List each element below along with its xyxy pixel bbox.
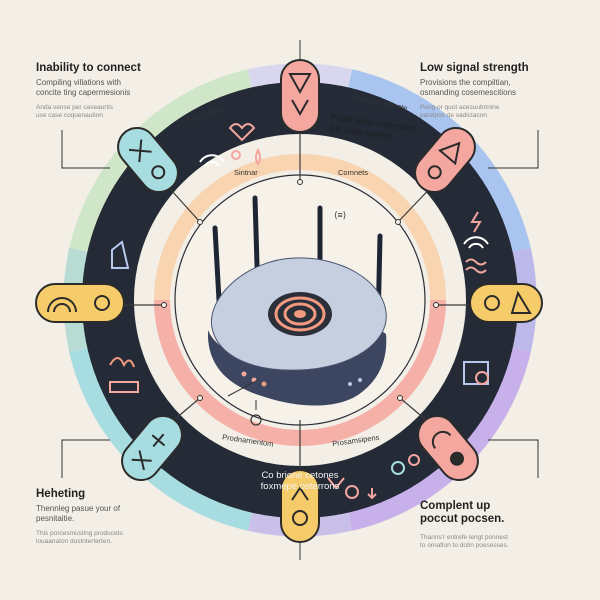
bottom-right-fine: Thanns'r entrefe lengt ponnest to ornatl… (420, 534, 509, 549)
router (208, 195, 387, 406)
center-symbol: ⟨≡⟩ (334, 210, 347, 220)
top-left-fine: Anda vense per caseaurtis use case coque… (36, 104, 113, 119)
callout-line-bottom-left (61, 439, 110, 478)
dot-top (297, 179, 303, 185)
monitor-icon (463, 361, 489, 385)
headset-icon (431, 430, 464, 466)
dot-right (433, 302, 439, 308)
connector-dots (161, 179, 439, 401)
bug-icon (128, 139, 166, 180)
ring-label-inner-right: Comnets (338, 168, 369, 177)
wifi-icon (47, 295, 110, 313)
sparkle-icon (131, 433, 166, 471)
signal-icon-left (199, 154, 225, 167)
bottom-left-fine: This porcesmusting producets louaanaton … (36, 530, 123, 545)
pod-top-right[interactable] (407, 120, 482, 200)
callout-line-bottom-right (488, 439, 539, 478)
record-icon (475, 371, 489, 385)
pod-left[interactable] (35, 283, 125, 323)
router-target-icon (268, 292, 332, 336)
bulb-icon (291, 486, 309, 526)
stop-icon (345, 485, 359, 499)
top-left-subtitle: Compiling villations with concite ting c… (36, 78, 131, 97)
heart-icon (228, 123, 256, 142)
callout-lines (61, 40, 539, 560)
center-note-bottom: Co brione cetones foxmepe osterrons (260, 470, 340, 492)
gear-icon (484, 290, 532, 314)
dot-left (161, 302, 167, 308)
top-left-title: Inability to connect (36, 62, 141, 74)
bottom-left-subtitle: Thennleg pasue your of pesnitaitie. (36, 504, 121, 523)
pod-bottom-right[interactable] (410, 408, 485, 488)
lightning-icon (470, 211, 482, 233)
pod-bottom[interactable] (280, 469, 320, 543)
top-right-subtitle: Provisions the compiltian, osmanding cos… (420, 78, 517, 97)
router-arrow (227, 379, 259, 397)
pod-bottom-left[interactable] (114, 408, 189, 488)
download-icon (367, 488, 377, 500)
cup-icon (109, 381, 139, 393)
dot-top-right (395, 219, 401, 225)
pod-right[interactable] (469, 283, 543, 323)
wave-icon (465, 258, 487, 274)
plug-icon-a (391, 461, 405, 475)
bottom-left-title: Heheting (36, 488, 86, 500)
person-icon (111, 240, 130, 269)
plug-icon-b (408, 454, 420, 466)
pod-top-left[interactable] (110, 120, 185, 200)
ring-label-inner-left: Sintnar (234, 168, 258, 177)
callout-line-top-right (488, 130, 539, 169)
warning-icon (427, 141, 461, 180)
dot-bottom-right (397, 395, 403, 401)
pod-top[interactable] (280, 59, 320, 133)
top-right-title: Low signal strength (420, 62, 529, 74)
drop-icon (255, 147, 261, 166)
dot-bottom-left (197, 395, 203, 401)
dot-top-left (197, 219, 203, 225)
callout-line-top-left (61, 130, 110, 169)
signal-icon-right (463, 236, 489, 249)
pod-top-icon (288, 73, 312, 117)
lock-icon (250, 414, 262, 426)
arrow-down-icon (327, 477, 345, 490)
ring-icons (109, 123, 489, 500)
top-right-fine: Peng or quot acesuutntnine parelpos de s… (420, 104, 500, 119)
dot-icon-pink (231, 150, 241, 160)
flame-icon (109, 357, 135, 368)
bottom-right-title: Complent up poccut pocsen. (420, 500, 505, 525)
